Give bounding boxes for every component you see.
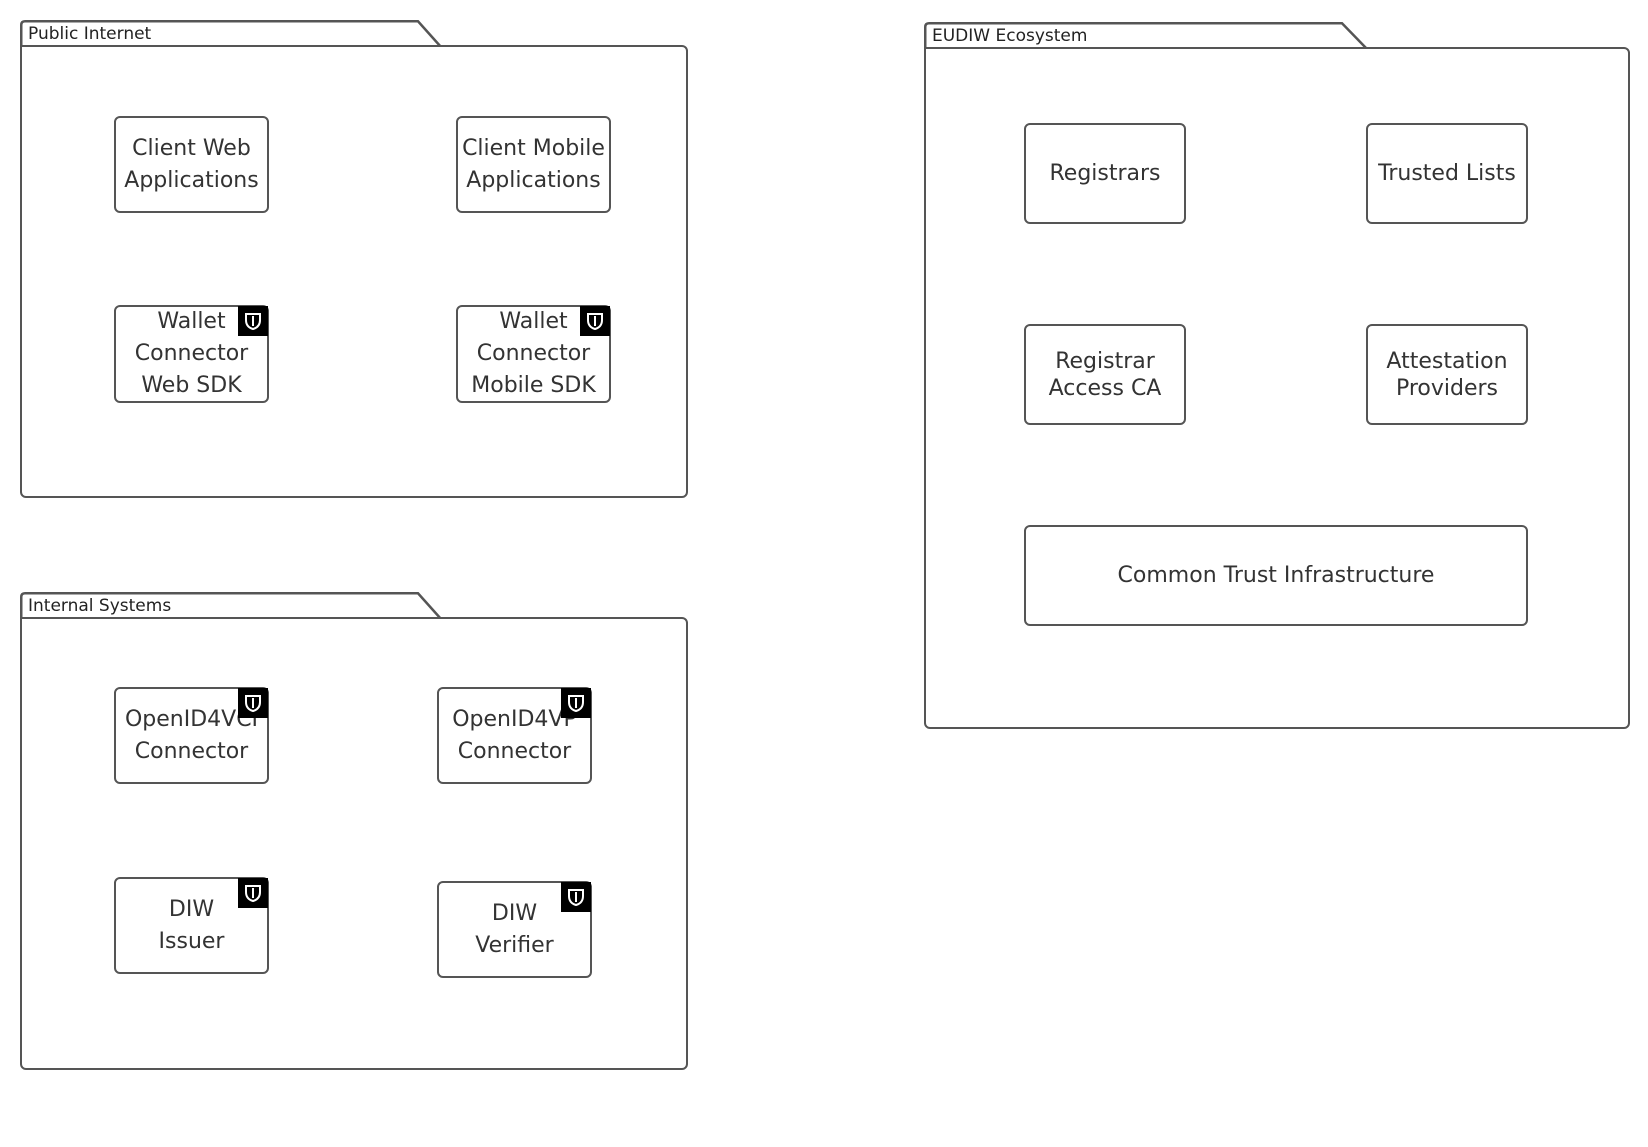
shield-logo-icon [238,306,268,336]
node-label: DIW Verifier [475,900,554,958]
node-label: Wallet Connector Mobile SDK [471,309,596,398]
package-title: Internal Systems [28,596,172,616]
node-label: Client Web Applications [124,135,259,193]
package-public-internet: Public Internet Client Web Applications … [20,20,688,498]
shield-logo-icon [561,688,591,718]
shield-logo-icon [238,688,268,718]
node-client-web-applications[interactable]: Client Web Applications [114,116,269,213]
node-label: Wallet Connector Web SDK [134,309,249,398]
node-attestation-providers[interactable]: Attestation Providers [1366,324,1528,425]
node-label: Registrars [1049,160,1161,186]
node-common-trust-infrastructure[interactable]: Common Trust Infrastructure [1024,525,1528,626]
node-registrars[interactable]: Registrars [1024,123,1186,224]
package-internal-systems: Internal Systems OpenID4VCI Connector Op… [20,592,688,1070]
package-body [20,617,688,1070]
package-title: EUDIW Ecosystem [932,26,1088,46]
node-label: Registrar Access CA [1048,348,1162,401]
package-tab [924,22,1368,50]
node-wallet-connector-mobile-sdk[interactable]: Wallet Connector Mobile SDK [456,305,611,403]
package-body [20,45,688,498]
node-label: Client Mobile Applications [462,135,605,193]
node-diw-issuer[interactable]: DIW Issuer [114,877,269,974]
package-tab [20,20,442,48]
node-label: OpenID4VCI Connector [124,706,259,764]
node-label: Trusted Lists [1378,160,1516,186]
shield-logo-icon [238,878,268,908]
node-label: DIW Issuer [158,896,225,954]
node-label: Common Trust Infrastructure [1117,562,1435,588]
node-openid4vci-connector[interactable]: OpenID4VCI Connector [114,687,269,784]
package-eudiw-ecosystem: EUDIW Ecosystem Registrars Trusted Lists… [924,22,1630,729]
node-label: Attestation Providers [1386,348,1508,401]
node-diw-verifier[interactable]: DIW Verifier [437,881,592,978]
node-trusted-lists[interactable]: Trusted Lists [1366,123,1528,224]
node-openid4vp-connector[interactable]: OpenID4VP Connector [437,687,592,784]
node-wallet-connector-web-sdk[interactable]: Wallet Connector Web SDK [114,305,269,403]
shield-logo-icon [580,306,610,336]
shield-logo-icon [561,882,591,912]
package-title: Public Internet [28,24,152,44]
package-tab [20,592,442,620]
node-label: OpenID4VP Connector [452,706,577,764]
node-client-mobile-applications[interactable]: Client Mobile Applications [456,116,611,213]
node-registrar-access-ca[interactable]: Registrar Access CA [1024,324,1186,425]
